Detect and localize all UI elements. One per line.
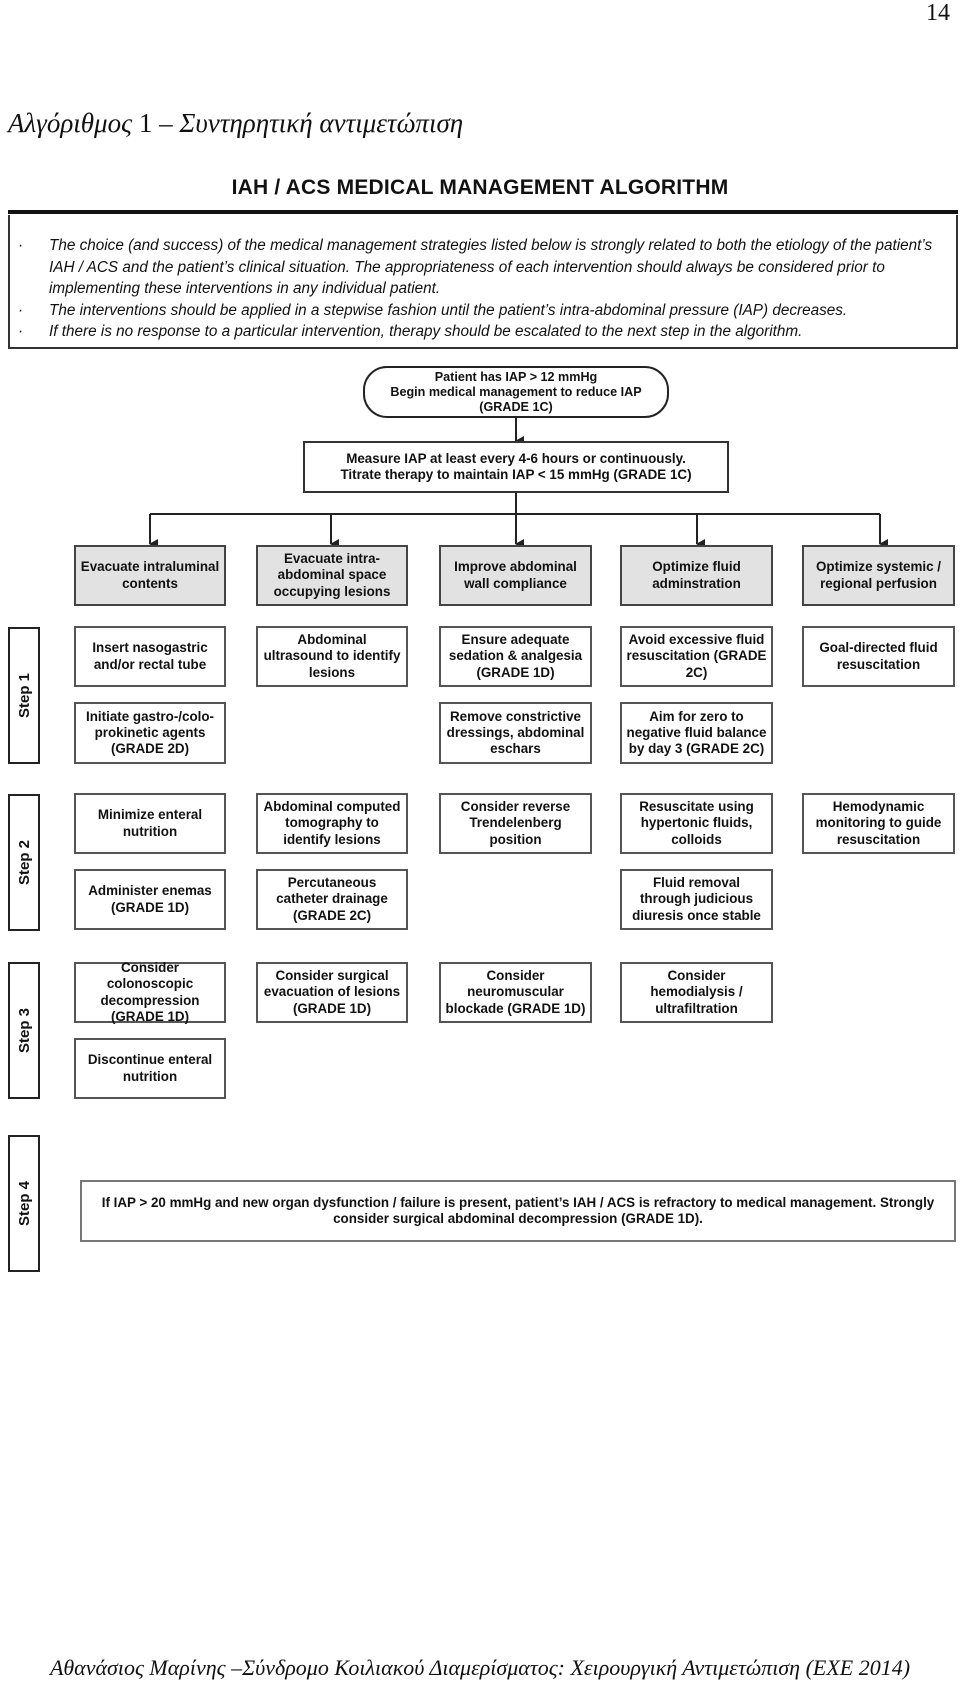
document-title-number: 1: [138, 108, 153, 138]
start-line-1: Patient has IAP > 12 mmHg: [434, 369, 598, 384]
step-1-label: Step 1: [8, 627, 40, 764]
category-fluid: Optimize fluid adminstration: [620, 545, 773, 606]
step-2-label: Step 2: [8, 794, 40, 931]
step2-intraluminal-2: Administer enemas (GRADE 1D): [74, 869, 226, 930]
start-line-3: (GRADE 1C): [479, 399, 553, 414]
note-text: The interventions should be applied in a…: [49, 301, 848, 319]
document-title: Αλγόριθμος 1 – Συντηρητική αντιμετώπιση: [8, 108, 463, 139]
step3-intraluminal-2: Discontinue enteral nutrition: [74, 1038, 226, 1099]
step1-perfusion-1: Goal-directed fluid resuscitation: [802, 626, 955, 687]
measure-box: Measure IAP at least every 4-6 hours or …: [303, 441, 729, 493]
step3-space-1: Consider surgical evacuation of lesions …: [256, 962, 408, 1023]
step-4-text: Step 4: [15, 1180, 33, 1227]
step1-wall-1: Ensure adequate sedation & analgesia (GR…: [439, 626, 592, 687]
page-number: 14: [926, 0, 950, 26]
step2-space-2: Percutaneous catheter drainage (GRADE 2C…: [256, 869, 408, 930]
measure-line-2: Titrate therapy to maintain IAP < 15 mmH…: [340, 467, 692, 482]
category-space-occupying: Evacuate intra-abdominal space occupying…: [256, 545, 408, 606]
step1-fluid-2: Aim for zero to negative fluid balance b…: [620, 702, 773, 764]
note-item: · The interventions should be applied in …: [18, 300, 946, 322]
category-wall-compliance: Improve abdominal wall compliance: [439, 545, 592, 606]
page-footer: Αθανάσιος Μαρίνης –Σύνδρομο Κοιλιακού Δι…: [49, 1655, 911, 1680]
category-perfusion: Optimize systemic / regional perfusion: [802, 545, 955, 606]
step2-wall-1: Consider reverse Trendelenberg position: [439, 793, 592, 854]
step2-fluid-1: Resuscitate using hypertonic fluids, col…: [620, 793, 773, 854]
step2-space-1: Abdominal computed tomography to identif…: [256, 793, 408, 854]
title-divider: [8, 210, 958, 214]
step1-intraluminal-1: Insert nasogastric and/or rectal tube: [74, 626, 226, 687]
step1-intraluminal-2: Initiate gastro-/colo-prokinetic agents …: [74, 702, 226, 764]
step1-fluid-1: Avoid excessive fluid resuscitation (GRA…: [620, 626, 773, 687]
step1-space-1: Abdominal ultrasound to identify lesions: [256, 626, 408, 687]
bullet-icon: ·: [18, 301, 24, 319]
measure-line-1: Measure IAP at least every 4-6 hours or …: [346, 450, 686, 466]
step-4-label: Step 4: [8, 1135, 40, 1272]
step-3-text: Step 3: [15, 1007, 33, 1054]
note-text: The choice (and success) of the medical …: [49, 237, 933, 297]
step1-wall-2: Remove constrictive dressings, abdominal…: [439, 702, 592, 764]
note-item: · The choice (and success) of the medical…: [18, 235, 946, 300]
step3-fluid-1: Consider hemodialysis / ultrafiltration: [620, 962, 773, 1023]
step3-wall-1: Consider neuromuscular blockade (GRADE 1…: [439, 962, 592, 1023]
bullet-icon: ·: [18, 237, 24, 254]
step2-perfusion-1: Hemodynamic monitoring to guide resuscit…: [802, 793, 955, 854]
category-intraluminal: Evacuate intraluminal contents: [74, 545, 226, 606]
note-item: · If there is no response to a particular…: [18, 321, 946, 343]
bullet-icon: ·: [18, 323, 24, 340]
step-3-label: Step 3: [8, 962, 40, 1099]
note-text: If there is no response to a particular …: [49, 323, 803, 340]
algorithm-title: IAH / ACS MEDICAL MANAGEMENT ALGORITHM: [231, 176, 729, 199]
step2-fluid-2: Fluid removal through judicious diuresis…: [620, 869, 773, 930]
document-title-suffix: – Συντηρητική αντιμετώπιση: [159, 108, 464, 138]
start-box: Patient has IAP > 12 mmHg Begin medical …: [363, 366, 669, 418]
step-1-text: Step 1: [15, 672, 33, 719]
step4-refractory-box: If IAP > 20 mmHg and new organ dysfuncti…: [80, 1180, 956, 1242]
notes-box: · The choice (and success) of the medical…: [8, 215, 958, 349]
step2-intraluminal-1: Minimize enteral nutrition: [74, 793, 226, 854]
document-title-prefix: Αλγόριθμος: [8, 108, 133, 138]
step-2-text: Step 2: [15, 839, 33, 886]
step3-intraluminal-1: Consider colonoscopic decompression (GRA…: [74, 960, 226, 1024]
start-line-2: Begin medical management to reduce IAP: [390, 384, 642, 399]
